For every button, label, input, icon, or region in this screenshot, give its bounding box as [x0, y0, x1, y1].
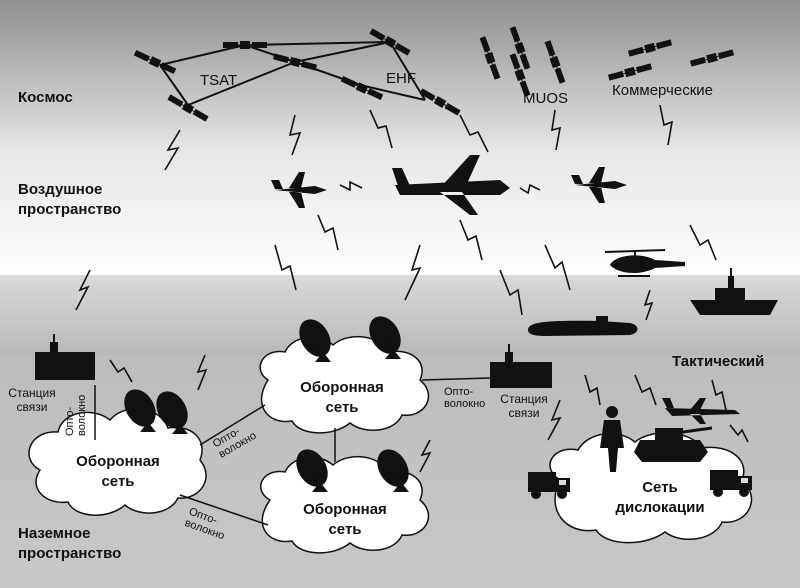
station-right-label: Станция связи [500, 392, 548, 420]
muos-label: MUOS [523, 90, 568, 107]
defense-network-center-top-label: Оборонная сеть [300, 379, 384, 416]
air-layer-label: Воздушное пространство [18, 181, 122, 218]
transport-aircraft [392, 155, 510, 215]
cloud-defense-center-top [259, 335, 430, 434]
space-layer-label: Космос [18, 89, 73, 106]
tank [634, 426, 713, 462]
ship [690, 268, 778, 315]
fiber-label-center-to-station: Опто- волокно [444, 386, 486, 410]
ground-layer-label: Наземное пространство [18, 525, 122, 562]
tactical-layer-label: Тактический [672, 353, 765, 370]
tactical-aircraft [662, 398, 740, 424]
commercial-label: Коммерческие [612, 82, 714, 99]
soldier [600, 406, 624, 472]
sky-background [0, 0, 800, 275]
defense-network-left-label: Оборонная сеть [76, 453, 160, 490]
fiber-label-vertical-left: Опто- волокно [64, 394, 88, 436]
tsat-label: TSAT [200, 72, 238, 89]
cloud-defense-left [28, 407, 207, 516]
ehf-label: EHF [386, 70, 416, 87]
fiber-links [94, 377, 491, 526]
station-left [35, 334, 95, 380]
helicopter [604, 249, 685, 277]
wireless-links [75, 104, 749, 473]
defense-network-center-bottom-label: Оборонная сеть [303, 501, 387, 538]
station-left-label: Станция связи [8, 386, 56, 414]
submarine [528, 316, 638, 336]
station-right [490, 344, 552, 388]
deployment-network-label: Сеть дислокации [615, 479, 705, 516]
